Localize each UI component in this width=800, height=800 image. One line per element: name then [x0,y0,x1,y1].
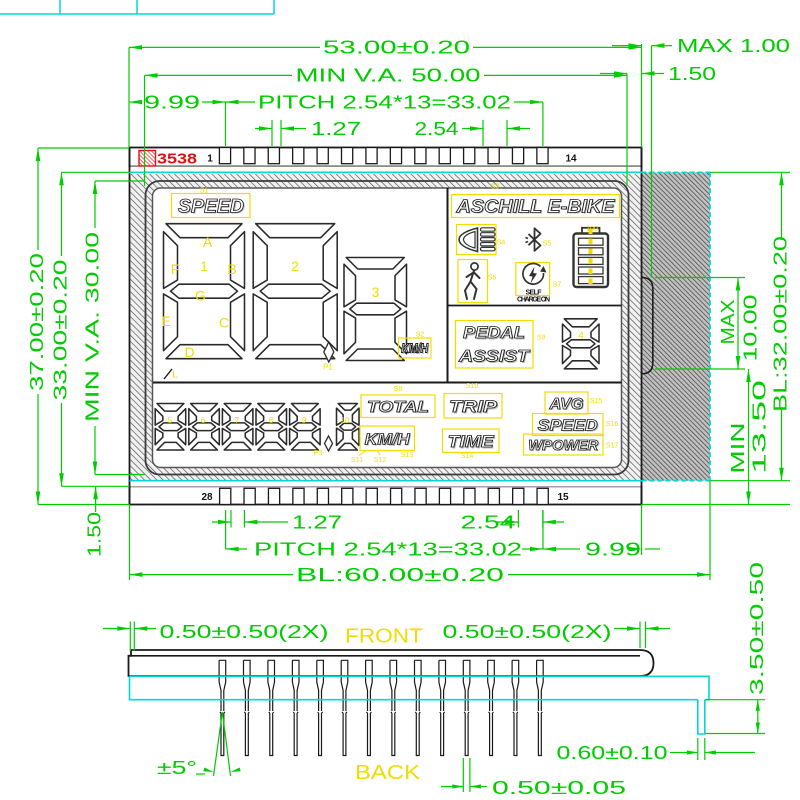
svg-text:0.60±0.10: 0.60±0.10 [557,743,668,763]
svg-text:9.99: 9.99 [144,92,200,112]
svg-text:2.54: 2.54 [415,119,459,139]
svg-text:4: 4 [578,331,584,342]
svg-text:15: 15 [557,492,569,503]
svg-text:9: 9 [302,416,307,425]
svg-text:TOTAL: TOTAL [367,399,429,416]
svg-text:P3: P3 [314,450,323,457]
svg-text:MAX 1.00: MAX 1.00 [677,36,790,56]
svg-text:PEDAL: PEDAL [463,323,525,342]
svg-text:1.27: 1.27 [292,512,342,532]
svg-text:0.50±0.50(2X): 0.50±0.50(2X) [443,622,612,642]
svg-text:9.99: 9.99 [585,539,641,559]
svg-text:WPOWER: WPOWER [528,437,598,454]
svg-text:10.00: 10.00 [740,295,760,362]
svg-text:P1: P1 [323,362,333,371]
svg-text:37.00±0.20: 37.00±0.20 [27,253,47,391]
svg-text:S11: S11 [351,457,363,464]
svg-text:3538: 3538 [157,151,197,168]
svg-text:1.50: 1.50 [84,512,104,557]
svg-text:F: F [171,261,180,277]
svg-text:S9: S9 [537,334,546,341]
svg-text:S7: S7 [553,281,562,288]
svg-text:L: L [172,370,178,381]
svg-text:ASCHILL E-BIKE: ASCHILL E-BIKE [457,198,617,218]
svg-text:C: C [219,314,229,330]
svg-text:S6: S6 [488,274,497,281]
svg-text:13.50: 13.50 [749,380,769,474]
svg-text:7: 7 [235,416,240,425]
svg-text:WPOWER: WPOWER [529,438,599,455]
svg-text:100: 100 [586,226,598,233]
svg-text:2: 2 [291,258,299,274]
svg-text:S14: S14 [461,453,474,460]
svg-text:S13: S13 [401,452,414,459]
svg-text:ASCHILL E-BIKE: ASCHILL E-BIKE [455,197,615,217]
svg-text:S3: S3 [491,183,500,190]
svg-text:FRONT: FRONT [345,626,423,648]
svg-text:S8: S8 [394,386,403,393]
svg-text:6: 6 [201,416,206,425]
svg-text:BL:32.00±0.20: BL:32.00±0.20 [770,236,790,412]
svg-text:D: D [184,344,194,360]
svg-text:TRIP: TRIP [450,398,499,417]
svg-text:SELF: SELF [526,290,543,297]
svg-text:1.27: 1.27 [311,119,361,139]
svg-text:S2: S2 [416,331,425,338]
svg-text:8: 8 [269,416,274,425]
svg-text:TRIP: TRIP [449,397,498,416]
svg-text:28: 28 [201,492,213,503]
svg-text:SPEED: SPEED [538,417,598,434]
svg-text:AVG: AVG [548,396,583,413]
svg-text:S4: S4 [497,239,506,246]
svg-text:1.50: 1.50 [668,64,716,84]
svg-text:5: 5 [168,416,173,425]
svg-text:TIME: TIME [448,432,495,451]
svg-text:S1: S1 [200,187,209,194]
svg-text:CHARGE ON: CHARGE ON [517,297,550,304]
svg-text:SPEED: SPEED [179,198,245,219]
svg-text:B: B [227,261,236,277]
svg-text:KM/H: KM/H [402,342,429,357]
svg-text:PITCH 2.54*13=33.02: PITCH 2.54*13=33.02 [254,539,522,559]
svg-text:53.00±0.20: 53.00±0.20 [323,38,470,58]
svg-text:G: G [195,287,206,303]
svg-text:2.54: 2.54 [461,512,516,532]
svg-text:ASSIST: ASSIST [458,347,531,366]
svg-text:TOTAL: TOTAL [368,400,430,417]
svg-text:±5°: ±5° [157,758,197,778]
svg-text:S10: S10 [466,383,479,390]
svg-text:KM/H: KM/H [401,341,428,356]
svg-text:A: A [203,234,213,250]
svg-text:MIN V.A. 50.00: MIN V.A. 50.00 [296,66,481,86]
svg-text:33.00±0.20: 33.00±0.20 [50,260,70,401]
svg-text:0.50±0.05: 0.50±0.05 [492,778,626,798]
svg-text:1: 1 [200,258,208,274]
svg-text:BL:60.00±0.20: BL:60.00±0.20 [296,565,504,585]
svg-text:PEDAL: PEDAL [464,324,526,343]
svg-text:BACK: BACK [355,762,421,784]
svg-text:MAX: MAX [718,300,738,345]
svg-text:MIN: MIN [728,423,748,474]
svg-text:KM/H: KM/H [365,431,410,448]
svg-text:S12: S12 [374,457,387,464]
svg-text:14: 14 [565,154,577,165]
svg-text:S17: S17 [606,442,619,449]
svg-text:E: E [161,313,170,329]
svg-text:KM/H: KM/H [366,433,411,450]
svg-text:ASSIST: ASSIST [459,348,532,367]
svg-text:AVG: AVG [550,397,585,414]
svg-text:MIN V.A. 30.00: MIN V.A. 30.00 [82,232,102,422]
svg-text:PITCH 2.54*13=33.02: PITCH 2.54*13=33.02 [258,92,511,112]
svg-text:S16: S16 [606,421,619,428]
svg-text:10: 10 [341,416,350,425]
svg-text:TIME: TIME [449,433,496,452]
svg-text:S15: S15 [590,398,603,405]
svg-text:SPEED: SPEED [539,419,599,436]
svg-text:1: 1 [207,154,213,165]
svg-text:S5: S5 [543,240,552,247]
svg-text:3: 3 [372,284,380,300]
svg-text:0.50±0.50(2X): 0.50±0.50(2X) [160,622,329,642]
svg-text:3.50±0.50: 3.50±0.50 [747,562,767,695]
svg-text:SPEED: SPEED [178,196,244,217]
